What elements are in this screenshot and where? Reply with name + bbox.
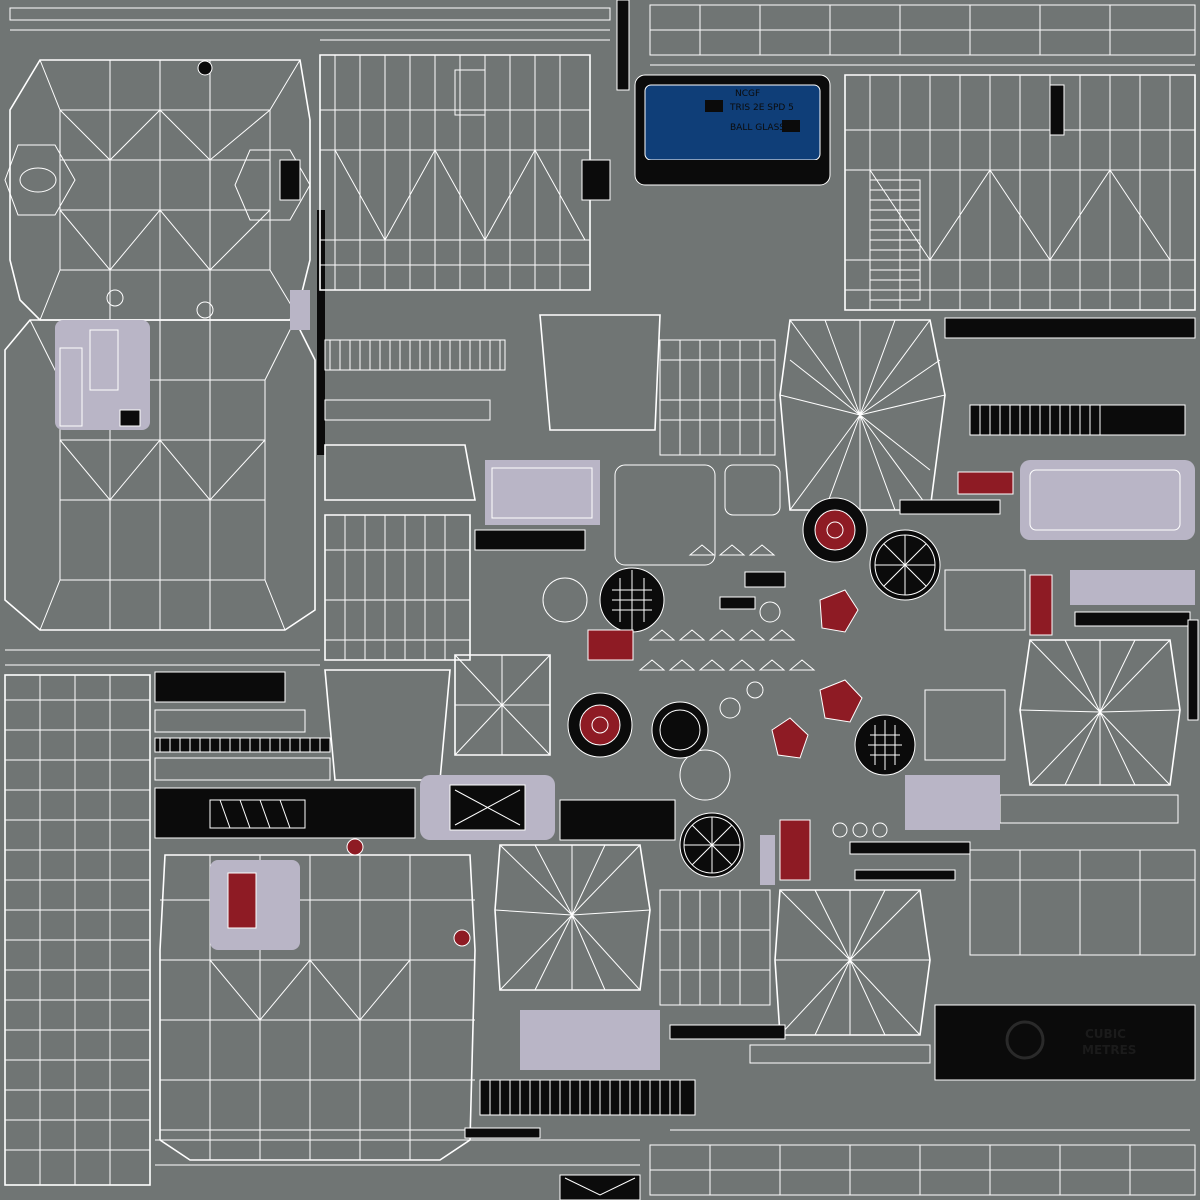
black-strip-top — [616, 0, 630, 91]
rear-panel-top-right — [844, 74, 1196, 311]
radial-dome-top — [779, 319, 946, 511]
radial-dome-bottom-right — [774, 889, 931, 1036]
middle-left-strips — [154, 654, 551, 781]
front-grille-panel — [319, 54, 611, 291]
top-strips — [9, 4, 1196, 66]
wheel-parts — [542, 497, 941, 878]
middle-parts-left — [324, 314, 781, 661]
bottom-strips — [155, 841, 1196, 1200]
car-body-bottom-island — [4, 289, 316, 631]
plate-text-line3: BALL GLASS — [730, 123, 785, 133]
license-plate-blue: NCGF TRIS 2E SPD 5 BALL GLASS — [634, 74, 831, 186]
black-bumper-bar — [154, 775, 676, 841]
cubic-metres-decal-panel: CUBIC METRES — [934, 1004, 1196, 1081]
small-scattered-pieces — [587, 544, 888, 885]
right-side-parts — [899, 317, 1199, 956]
car-body-lower-shell — [159, 838, 476, 1161]
plate-text-line2: TRIS 2E SPD 5 — [729, 103, 794, 113]
car-body-top-island — [4, 59, 311, 321]
decal-text-metres: METRES — [1082, 1043, 1136, 1057]
side-panel-grid — [4, 649, 320, 1186]
plate-text-line1: NCGF — [735, 89, 760, 99]
decal-text-cubic: CUBIC — [1085, 1027, 1126, 1041]
radial-dome-right — [1019, 639, 1181, 786]
radial-dome-bottom-left — [494, 844, 651, 991]
black-strip-vertical — [317, 210, 325, 455]
